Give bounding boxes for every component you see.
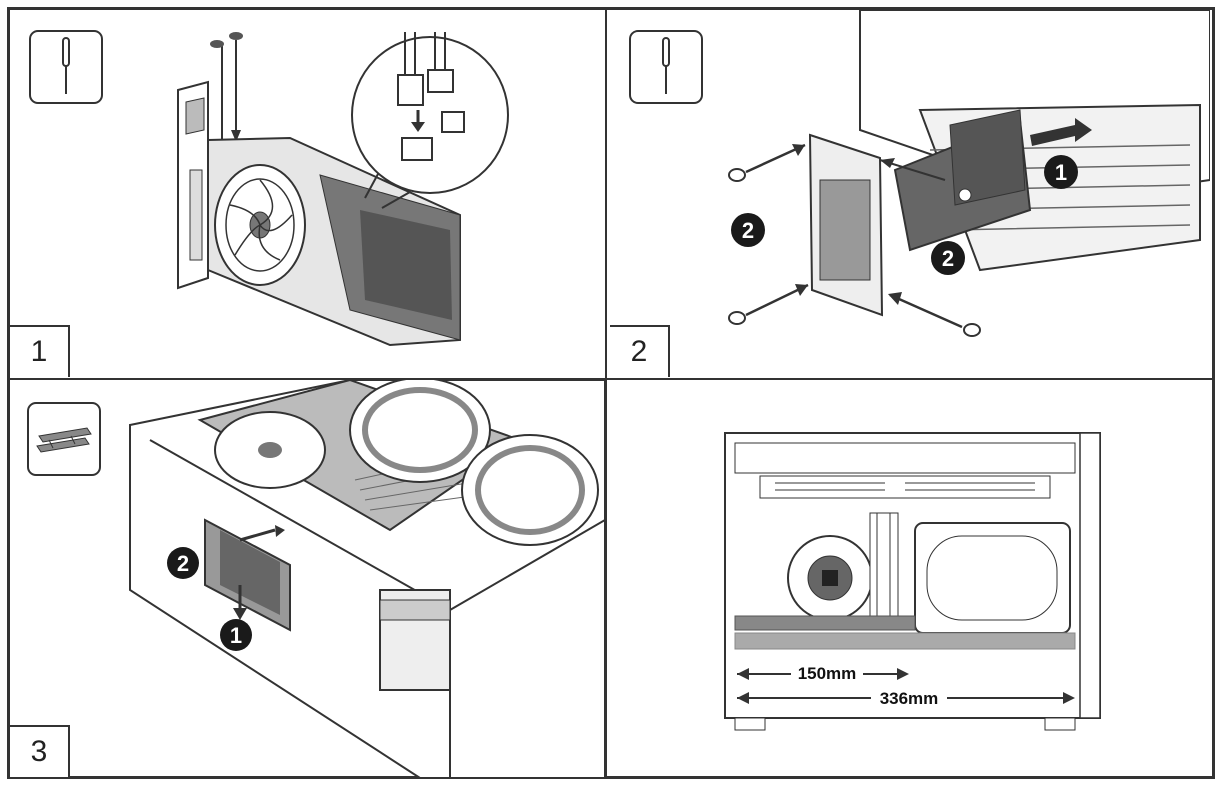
- screwdriver-icon: [662, 37, 670, 94]
- callout-badge-2: 2: [931, 241, 965, 275]
- step-number-1: 1: [10, 325, 70, 377]
- dimension-label-150mm: 150mm: [798, 664, 857, 683]
- step-number-2: 2: [610, 325, 670, 377]
- screwdriver-icon: [62, 37, 70, 94]
- sheet-frame: [7, 7, 1215, 779]
- tool-box-step-2: [629, 30, 703, 104]
- chassis-bracket-illustration: 1 2 2: [728, 10, 1210, 337]
- panel-divider-horizontal: [7, 378, 1215, 380]
- gpu-install-illustration: [177, 32, 509, 347]
- callout-badge-2: 2: [167, 547, 199, 579]
- callout-badge-1: 1: [220, 619, 252, 651]
- tool-box-step-1: [29, 30, 103, 104]
- dimension-label-336mm: 336mm: [880, 689, 939, 708]
- riser-install-illustration: 2 1: [129, 380, 605, 778]
- svg-text:2: 2: [742, 218, 754, 243]
- svg-text:2: 2: [942, 246, 954, 271]
- tool-box-step-3: [27, 402, 101, 476]
- svg-text:1: 1: [230, 623, 242, 648]
- step-number-3: 3: [10, 725, 70, 777]
- panel-divider-vertical: [605, 7, 607, 779]
- svg-text:2: 2: [177, 551, 189, 576]
- callout-badge-1: 1: [1044, 155, 1078, 189]
- clearance-diagram: 150mm 336mm: [724, 432, 1101, 731]
- riser-cable-icon: [36, 427, 92, 453]
- svg-text:1: 1: [1055, 160, 1067, 185]
- callout-badge-2: 2: [731, 213, 765, 247]
